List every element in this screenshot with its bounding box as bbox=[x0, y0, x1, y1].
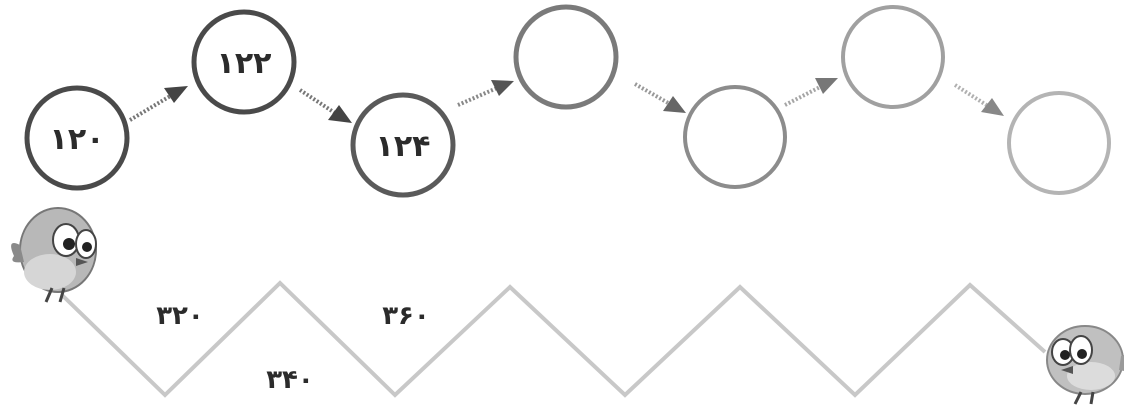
arrow-3 bbox=[457, 80, 514, 107]
sequence-circle-6[interactable] bbox=[841, 5, 945, 109]
sequence-circle-7[interactable] bbox=[1007, 91, 1111, 195]
sequence-circle-1: ۱۲۰ bbox=[24, 85, 130, 191]
sequence-circle-2: ۱۲۲ bbox=[191, 9, 297, 115]
zigzag-label-320: ۳۲۰ bbox=[156, 301, 204, 331]
arrow-5 bbox=[784, 78, 838, 107]
arrow-1 bbox=[128, 86, 188, 122]
zigzag-label-360: ۳۶۰ bbox=[382, 301, 430, 331]
zigzag-path: ۳۲۰ ۳۴۰ ۳۶۰ bbox=[60, 280, 1047, 398]
bird-icon bbox=[11, 207, 97, 303]
zigzag-label-340: ۳۴۰ bbox=[266, 365, 314, 395]
sequence-value-2: ۱۲۲ bbox=[217, 46, 272, 81]
arrow-6 bbox=[953, 83, 1004, 116]
zigzag-line bbox=[60, 280, 1047, 398]
circle-sequence: ۱۲۰ ۱۲۲ ۱۲۴ bbox=[24, 4, 1111, 198]
arrow-4 bbox=[634, 82, 686, 113]
sequence-circle-5[interactable] bbox=[683, 85, 787, 189]
bird-icon bbox=[1046, 325, 1124, 405]
sequence-circle-3: ۱۲۴ bbox=[350, 92, 456, 198]
sequence-value-1: ۱۲۰ bbox=[50, 122, 105, 157]
arrow-2 bbox=[298, 88, 352, 123]
sequence-circle-4[interactable] bbox=[513, 4, 619, 110]
sequence-value-3: ۱۲۴ bbox=[376, 129, 431, 164]
